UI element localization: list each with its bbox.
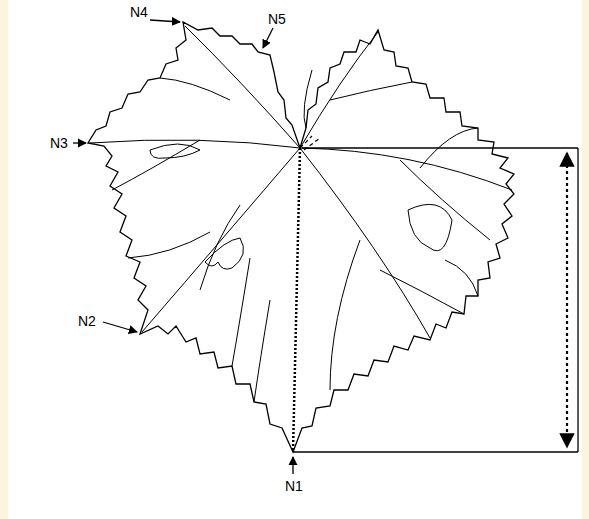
callout-label: N5 — [268, 12, 286, 26]
callout-label: N4 — [130, 5, 148, 19]
callout-label: N1 — [285, 479, 303, 493]
leaf-veins — [90, 26, 512, 402]
callout-label: N3 — [50, 136, 68, 150]
dimension-line — [293, 148, 578, 452]
leaf-outline — [88, 22, 514, 452]
callout-label: N2 — [78, 314, 96, 328]
leader-arrow — [73, 20, 293, 474]
midrib — [293, 148, 300, 452]
